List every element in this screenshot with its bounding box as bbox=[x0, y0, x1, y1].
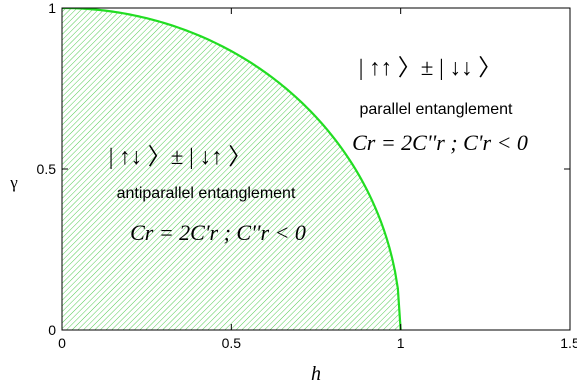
y-axis-ticks: 00.51 bbox=[37, 0, 570, 338]
y-tick-label: 0.5 bbox=[37, 161, 57, 177]
antiparallel-region-fill bbox=[62, 8, 401, 330]
antiparallel-entanglement-label: antiparallel entanglement bbox=[117, 185, 296, 202]
parallel-condition-label: Cr = 2C''r ; C'r < 0 bbox=[352, 130, 528, 155]
antiparallel-condition-label: Cr = 2C'r ; C''r < 0 bbox=[130, 220, 306, 245]
x-axis-ticks: 0 0.5 1 1.5 bbox=[58, 8, 577, 351]
y-tick-label: 1 bbox=[48, 0, 56, 16]
y-axis-label: γ bbox=[9, 173, 18, 192]
x-tick-label: 1 bbox=[397, 335, 405, 351]
parallel-state-label: | ↑↑ 〉± | ↓↓ 〉 bbox=[359, 55, 502, 80]
antiparallel-state-label: | ↑↓ 〉± | ↓↑ 〉 bbox=[109, 144, 252, 169]
y-tick-label: 0 bbox=[48, 322, 56, 338]
boundary-curve bbox=[62, 8, 402, 330]
parallel-entanglement-label: parallel entanglement bbox=[360, 101, 514, 118]
x-axis-label: h bbox=[311, 363, 321, 385]
x-tick-label: 0.5 bbox=[222, 335, 242, 351]
x-tick-label: 1.5 bbox=[560, 335, 577, 351]
x-tick-label: 0 bbox=[58, 335, 66, 351]
